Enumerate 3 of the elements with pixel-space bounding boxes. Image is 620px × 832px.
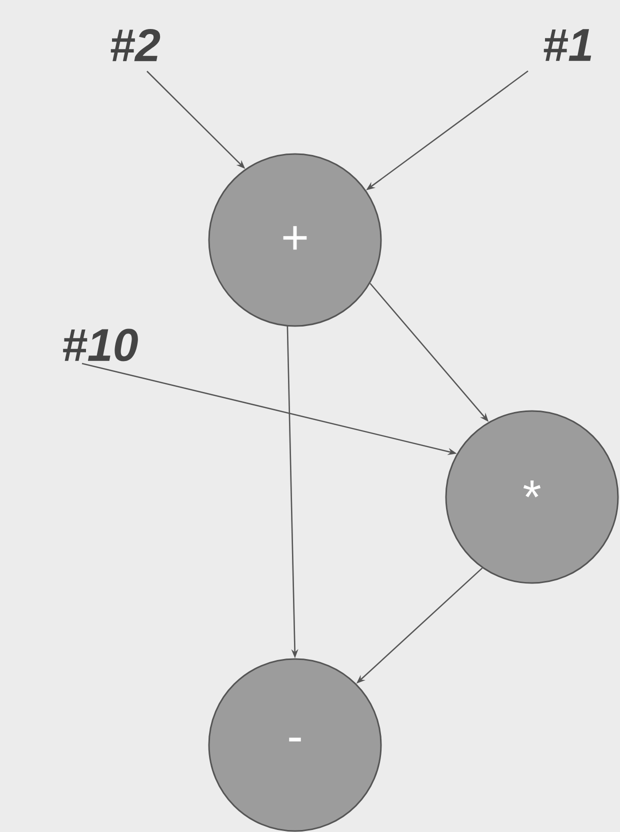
input-label: #10 xyxy=(63,328,138,362)
input-label: #2 xyxy=(110,28,160,62)
input-label: #1 xyxy=(544,29,592,61)
